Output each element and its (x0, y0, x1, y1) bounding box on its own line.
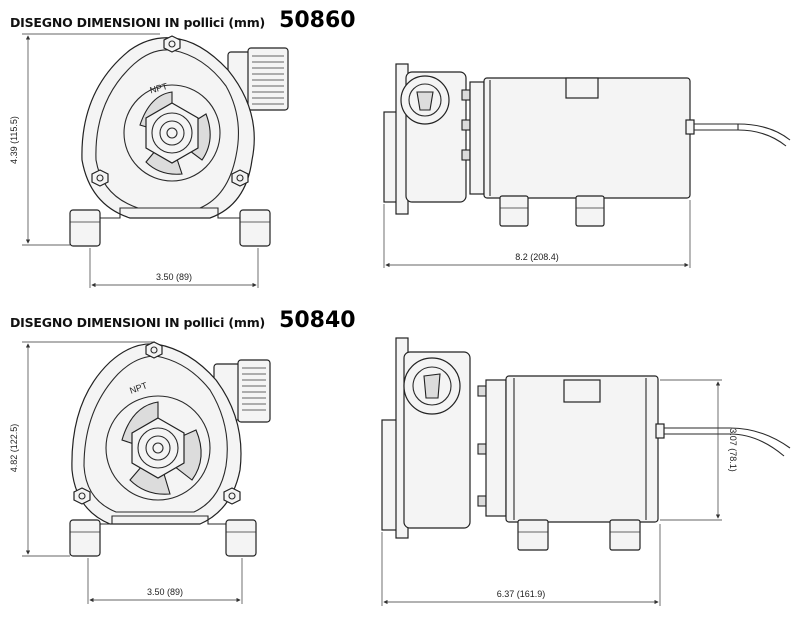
drawing-title: DISEGNO DIMENSIONI IN pollici (mm) (10, 15, 266, 30)
header-50840: DISEGNO DIMENSIONI IN pollici (mm) 50840 (10, 308, 356, 333)
side-view-50860: 8.2 (208.4) (383, 63, 791, 268)
npt-port-label: NPT (149, 81, 169, 95)
front-view-50860: 4.39 (115.5) NPT (9, 33, 289, 288)
height-dimension: 4.39 (115.5) (9, 116, 19, 164)
length-dimension: 6.37 (161.9) (497, 589, 546, 599)
base-width-dimension: 3.50 (89) (147, 587, 183, 597)
model-number: 50840 (279, 308, 356, 333)
side-view-50840: 3.07 (78.1) 6.37 (161.9) (381, 337, 791, 606)
base-width-dimension: 3.50 (89) (156, 272, 192, 282)
length-dimension: 8.2 (208.4) (515, 252, 559, 262)
front-view-50840: 4.82 (122.5) NPT (9, 341, 271, 604)
drawing-title: DISEGNO DIMENSIONI IN pollici (mm) (10, 315, 266, 330)
height-dimension: 4.82 (122.5) (9, 424, 19, 473)
model-number: 50860 (279, 8, 356, 33)
motor-height-dimension: 3.07 (78.1) (728, 428, 738, 472)
header-50860: DISEGNO DIMENSIONI IN pollici (mm) 50860 (10, 8, 356, 33)
